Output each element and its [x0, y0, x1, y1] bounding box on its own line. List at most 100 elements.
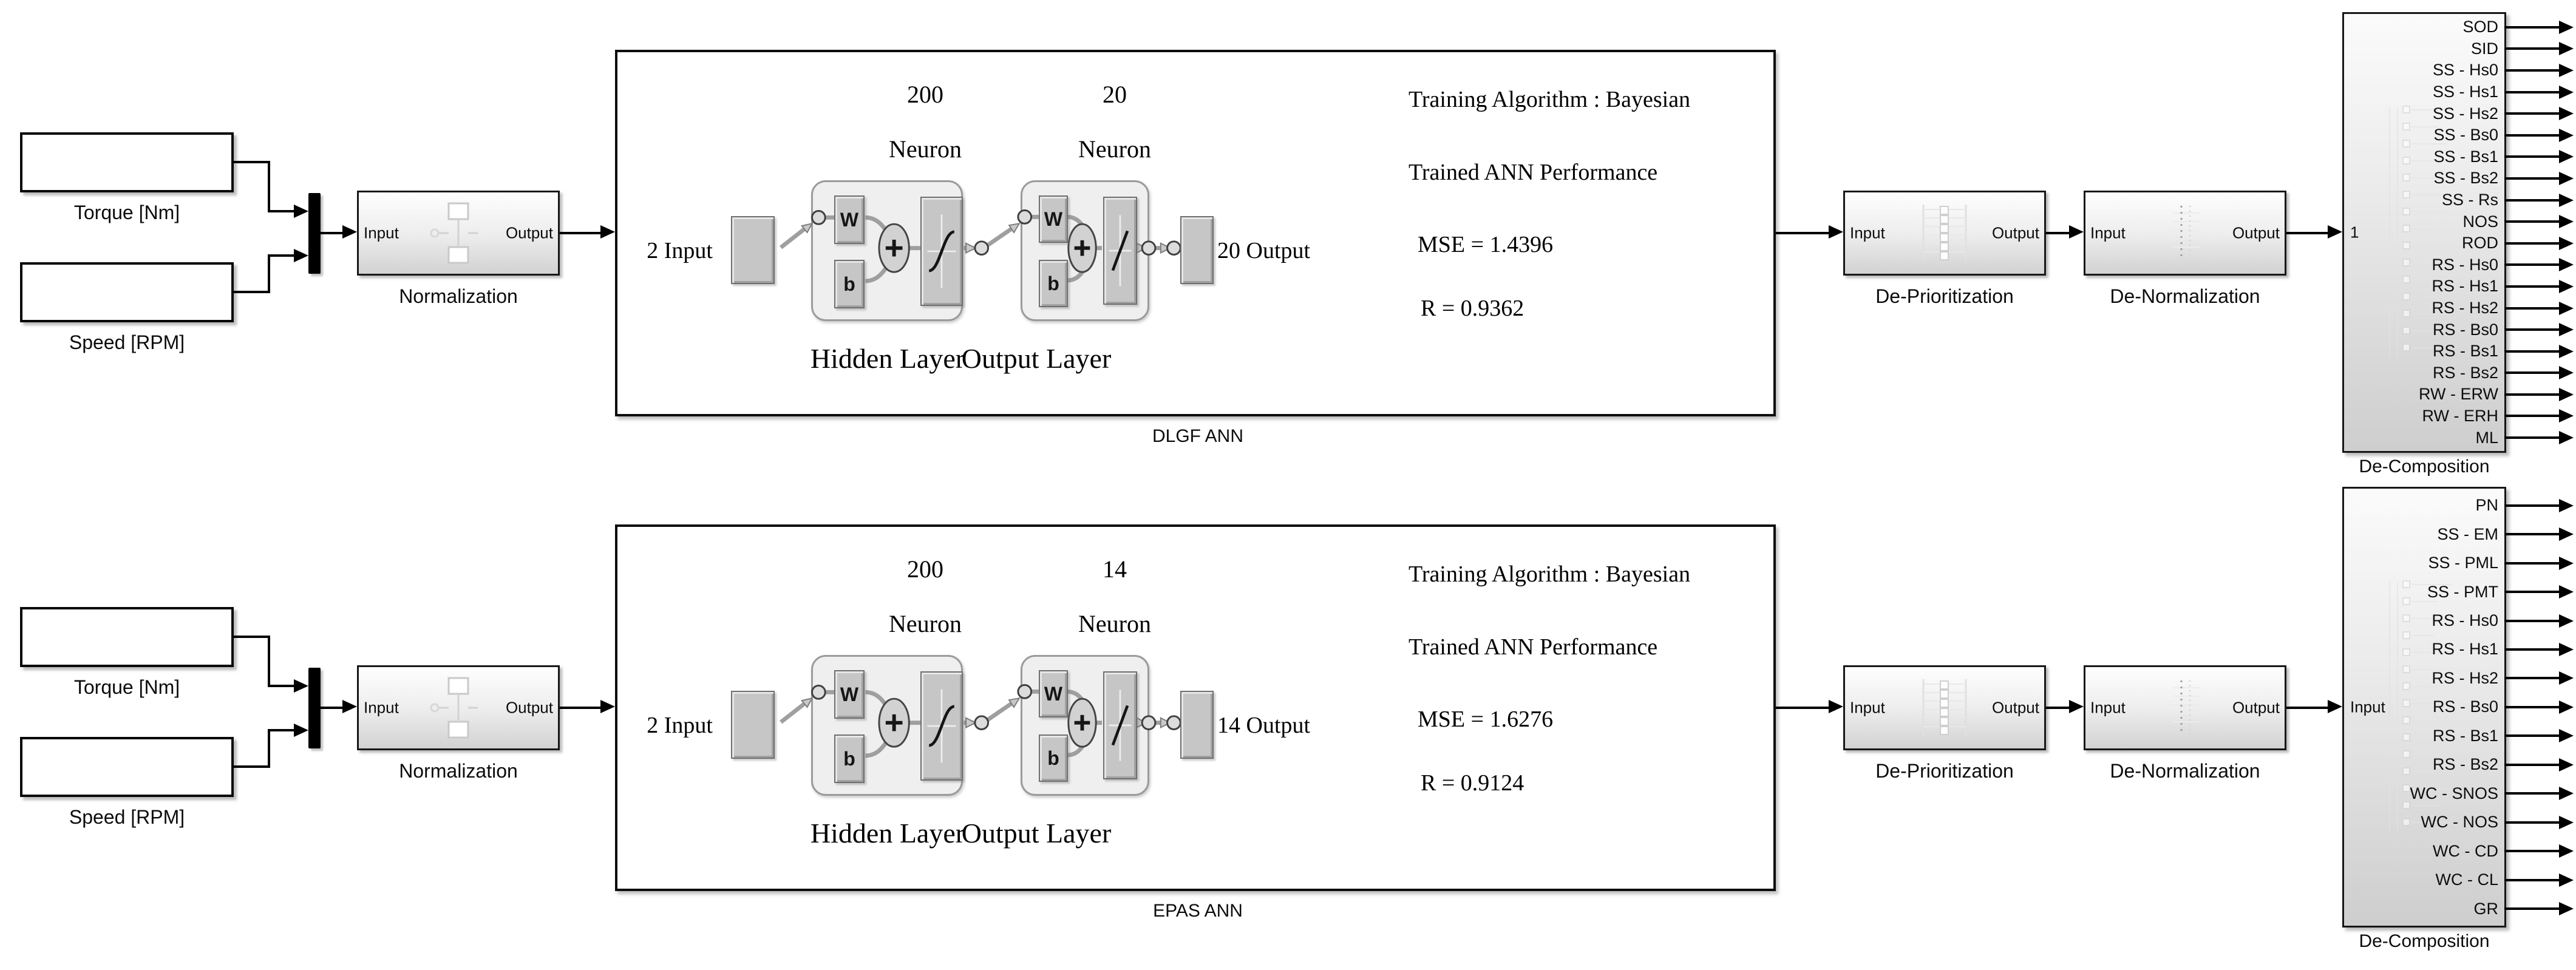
- denormalization-block[interactable]: Input Output: [2084, 665, 2286, 750]
- ann-output-rect: [1180, 691, 1214, 759]
- decomposition-port[interactable]: SS - Bs1: [2344, 148, 2574, 166]
- signal-wire[interactable]: [1776, 707, 1829, 709]
- port-arrowhead-icon: [2559, 527, 2574, 541]
- signal-wire[interactable]: [268, 256, 270, 293]
- decomposition-port[interactable]: RS - Hs0: [2344, 611, 2574, 630]
- ann-block[interactable]: 2 Input W b W b 200 Neuron 14 Neuron Hid…: [615, 524, 1776, 891]
- normalization-block[interactable]: Input Output: [357, 191, 560, 276]
- decomposition-port[interactable]: NOS: [2344, 212, 2574, 231]
- decomposition-port[interactable]: SS - Bs2: [2344, 169, 2574, 188]
- decomposition-block[interactable]: 1 SOD SID SS - Hs0: [2342, 12, 2574, 453]
- torque-source-block[interactable]: [20, 132, 234, 192]
- signal-wire[interactable]: [268, 636, 270, 687]
- port-label: SOD: [2462, 18, 2498, 36]
- ann-input-rect: [731, 216, 775, 284]
- port-arrowhead-icon: [2559, 258, 2574, 272]
- mux-block[interactable]: [308, 668, 321, 748]
- decomposition-port[interactable]: SS - EM: [2344, 525, 2574, 544]
- speed-source-block[interactable]: [20, 262, 234, 322]
- decomposition-port[interactable]: SID: [2344, 39, 2574, 58]
- hidden-neuron-unit: Neuron: [889, 135, 962, 163]
- port-arrowhead-icon: [2559, 700, 2574, 714]
- decomposition-port[interactable]: WC - CL: [2344, 870, 2574, 889]
- decomposition-port[interactable]: RS - Bs1: [2344, 342, 2574, 361]
- decomposition-port[interactable]: GR: [2344, 899, 2574, 918]
- decomposition-port[interactable]: RW - ERW: [2344, 385, 2574, 404]
- decomposition-port[interactable]: SOD: [2344, 18, 2574, 36]
- signal-wire[interactable]: [321, 707, 344, 709]
- speed-source-block[interactable]: [20, 737, 234, 797]
- decomposition-port[interactable]: RS - Hs0: [2344, 256, 2574, 274]
- mux-block[interactable]: [308, 193, 321, 274]
- arrowhead-icon: [2328, 700, 2342, 713]
- decomposition-port[interactable]: SS - Bs0: [2344, 126, 2574, 144]
- decomposition-block[interactable]: Input PN SS - EM SS - PML: [2342, 487, 2574, 928]
- decomposition-port[interactable]: RS - Bs1: [2344, 727, 2574, 745]
- denormalization-input-port-label: Input: [2090, 223, 2126, 242]
- signal-wire[interactable]: [234, 765, 270, 768]
- port-wire: [2504, 436, 2560, 439]
- deprioritization-block[interactable]: Input Output: [1843, 665, 2046, 750]
- denormalization-icon: [2173, 206, 2200, 260]
- signal-wire[interactable]: [2046, 707, 2070, 709]
- r-value-text: R = 0.9124: [1421, 770, 1524, 796]
- port-wire: [2504, 285, 2560, 288]
- hidden-neuron-count: 200: [907, 555, 943, 583]
- signal-wire[interactable]: [560, 707, 601, 709]
- decomposition-port[interactable]: SS - PMT: [2344, 583, 2574, 602]
- arrowhead-icon: [294, 205, 308, 218]
- ann-block[interactable]: 2 Input W b W b 200 Neuron 20 Neuron Hid…: [615, 50, 1776, 416]
- port-label: RW - ERW: [2419, 385, 2498, 404]
- decomposition-port[interactable]: SS - Hs0: [2344, 61, 2574, 80]
- decomposition-port[interactable]: SS - PML: [2344, 554, 2574, 572]
- signal-wire[interactable]: [321, 232, 344, 234]
- decomposition-port[interactable]: RS - Bs2: [2344, 755, 2574, 774]
- signal-wire[interactable]: [2286, 232, 2329, 234]
- signal-wire[interactable]: [560, 232, 601, 234]
- arrowhead-icon: [294, 249, 308, 262]
- decomposition-port[interactable]: WC - CD: [2344, 842, 2574, 861]
- port-arrowhead-icon: [2559, 815, 2574, 829]
- pipeline-row: Torque [Nm] Speed [RPM] Input Output Nor…: [20, 12, 2574, 477]
- deprioritization-block[interactable]: Input Output: [1843, 191, 2046, 276]
- signal-wire[interactable]: [268, 210, 294, 212]
- decomposition-port[interactable]: RS - Bs0: [2344, 697, 2574, 716]
- signal-wire[interactable]: [1776, 232, 1829, 234]
- decomposition-port[interactable]: RS - Hs1: [2344, 640, 2574, 659]
- decomposition-port[interactable]: RS - Hs2: [2344, 669, 2574, 688]
- signal-wire[interactable]: [268, 161, 270, 212]
- signal-wire[interactable]: [234, 636, 270, 638]
- decomposition-port[interactable]: RW - ERH: [2344, 407, 2574, 426]
- decomposition-port[interactable]: WC - NOS: [2344, 813, 2574, 832]
- normalization-block[interactable]: Input Output: [357, 665, 560, 750]
- signal-wire[interactable]: [268, 685, 294, 687]
- decomposition-port[interactable]: ML: [2344, 429, 2574, 447]
- deprioritization-output-port-label: Output: [1991, 223, 2039, 242]
- signal-wire[interactable]: [268, 729, 294, 731]
- port-arrowhead-icon: [2559, 193, 2574, 207]
- torque-source-block[interactable]: [20, 607, 234, 667]
- port-wire: [2504, 619, 2560, 622]
- decomposition-port[interactable]: SS - Hs1: [2344, 83, 2574, 101]
- signal-wire[interactable]: [268, 254, 294, 257]
- signal-wire[interactable]: [234, 161, 270, 163]
- decomposition-port[interactable]: RS - Hs1: [2344, 277, 2574, 296]
- decomposition-port[interactable]: SS - Rs: [2344, 191, 2574, 209]
- decomposition-label: De-Composition: [2359, 931, 2490, 951]
- signal-wire[interactable]: [234, 291, 270, 293]
- signal-wire[interactable]: [2046, 232, 2070, 234]
- decomposition-port[interactable]: RS - Bs0: [2344, 321, 2574, 339]
- denormalization-block[interactable]: Input Output: [2084, 191, 2286, 276]
- decomposition-port[interactable]: SS - Hs2: [2344, 104, 2574, 123]
- denormalization-output-port-label: Output: [2232, 223, 2280, 242]
- signal-wire[interactable]: [2286, 707, 2329, 709]
- decomposition-port[interactable]: ROD: [2344, 234, 2574, 253]
- signal-wire[interactable]: [268, 730, 270, 768]
- decomposition-port[interactable]: RS - Bs2: [2344, 364, 2574, 382]
- port-label: GR: [2473, 899, 2499, 918]
- port-wire: [2504, 69, 2560, 72]
- decomposition-port[interactable]: RS - Hs2: [2344, 299, 2574, 317]
- port-wire: [2504, 533, 2560, 536]
- decomposition-port[interactable]: WC - SNOS: [2344, 784, 2574, 803]
- decomposition-port[interactable]: PN: [2344, 496, 2574, 515]
